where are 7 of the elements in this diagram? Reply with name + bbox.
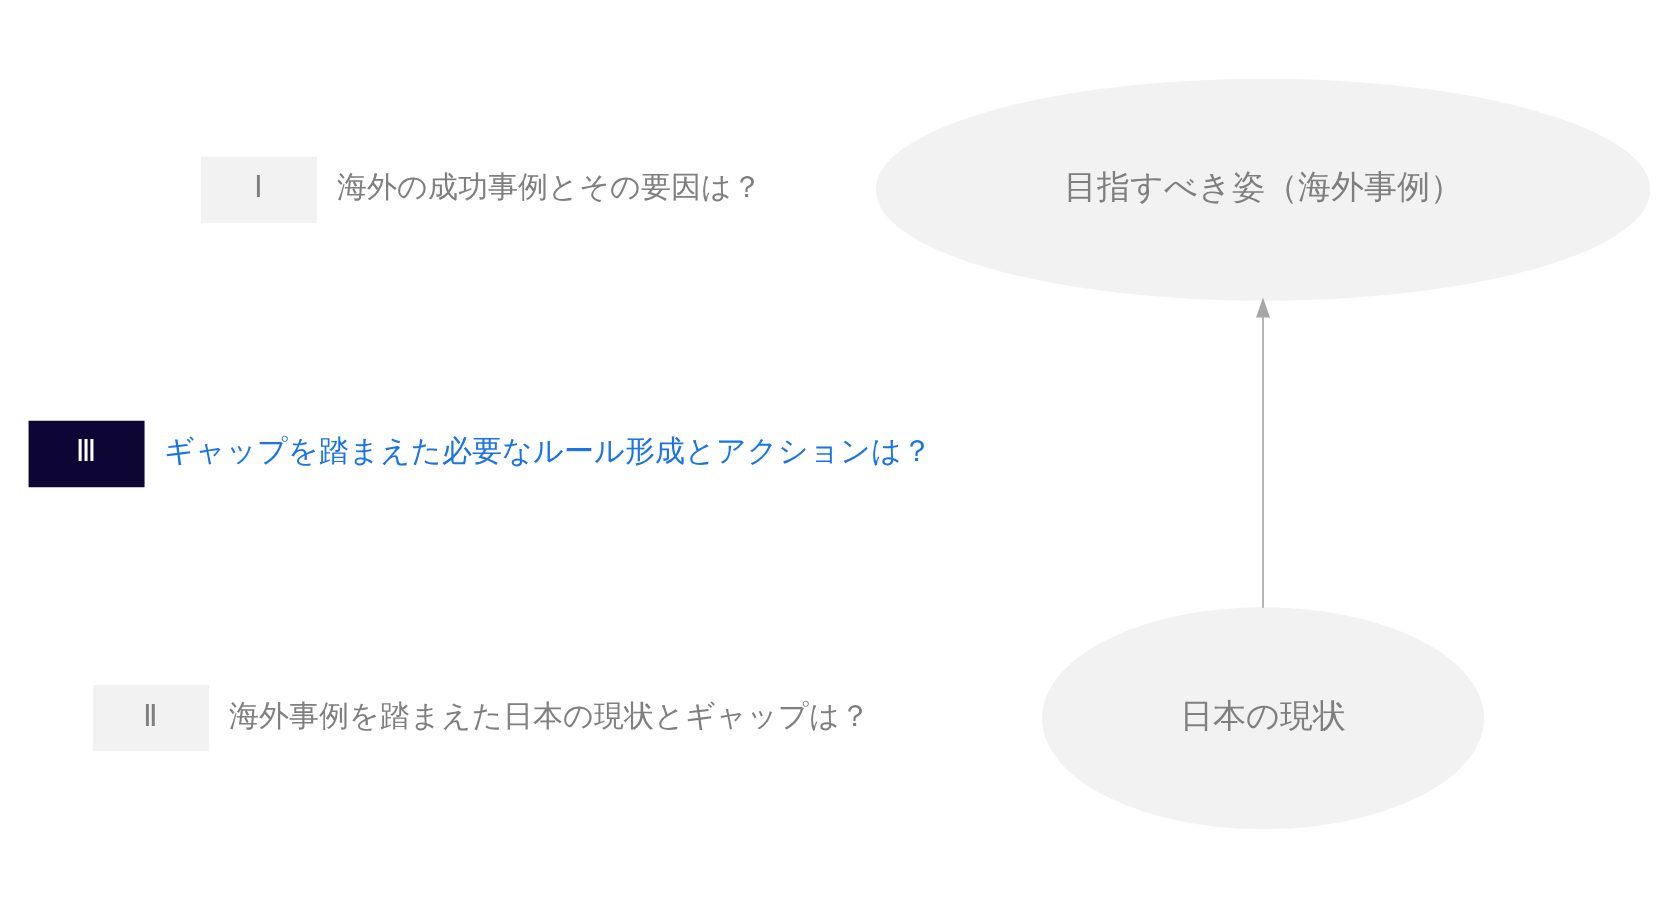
node-ellipse: 日本の現状 xyxy=(1042,607,1484,830)
node-label: 海外事例を踏まえた日本の現状とギャップは？ xyxy=(229,697,871,733)
node-label: ギャップを踏まえた必要なルール形成とアクションは？ xyxy=(164,433,933,469)
node-label: 海外の成功事例とその要因は？ xyxy=(336,169,762,205)
arrow xyxy=(1256,297,1270,609)
node-ellipse: 目指すべき姿（海外事例） xyxy=(875,78,1651,301)
node-box: Ⅲ xyxy=(28,420,145,488)
